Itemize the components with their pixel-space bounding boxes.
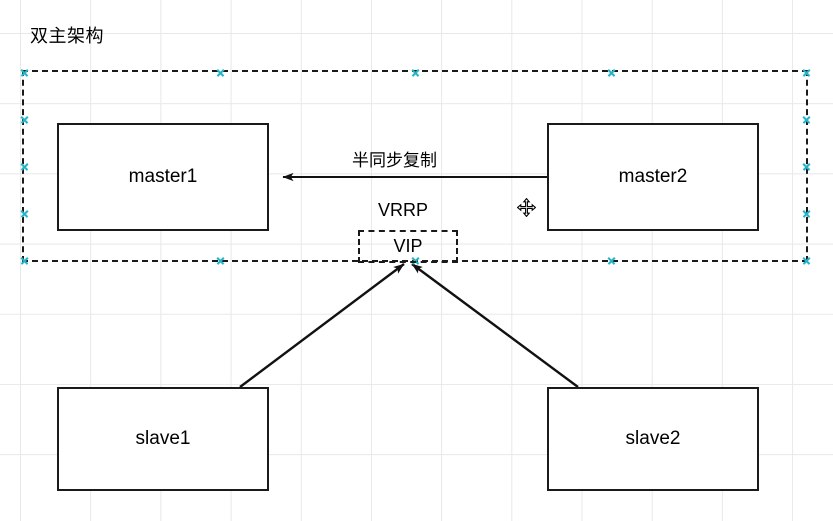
selection-handle-n3[interactable] <box>607 68 616 77</box>
selection-handle-nw[interactable] <box>20 68 29 77</box>
selection-handle-n2[interactable] <box>411 68 420 77</box>
edge-slave2-to-vip <box>411 263 579 388</box>
node-vip-label: VIP <box>393 236 423 256</box>
selection-handle-e2[interactable] <box>802 162 811 171</box>
node-master2[interactable]: master2 <box>547 123 759 231</box>
node-vip[interactable]: VIP <box>358 230 458 263</box>
selection-handle-s[interactable] <box>216 256 225 265</box>
selection-handle-se[interactable] <box>802 256 811 265</box>
edge-label-vrrp[interactable]: VRRP <box>378 200 429 220</box>
node-master1[interactable]: master1 <box>57 123 269 231</box>
selection-handle-w3[interactable] <box>20 209 29 218</box>
selection-handle-sw[interactable] <box>20 256 29 265</box>
edge-slave1-to-vip <box>239 263 405 388</box>
edge-label-semisync-replication[interactable]: 半同步复制 <box>352 151 437 170</box>
selection-handle-ne[interactable] <box>802 68 811 77</box>
node-master1-label: master1 <box>128 166 198 187</box>
selection-handle-e[interactable] <box>802 115 811 124</box>
node-slave1-label: slave1 <box>135 428 191 449</box>
selection-handle-e3[interactable] <box>802 209 811 218</box>
node-slave1[interactable]: slave1 <box>57 387 269 491</box>
selection-handle-w[interactable] <box>20 115 29 124</box>
selection-handle-n[interactable] <box>216 68 225 77</box>
selection-handle-w2[interactable] <box>20 162 29 171</box>
move-cursor-icon <box>517 198 536 217</box>
node-slave2[interactable]: slave2 <box>547 387 759 491</box>
node-slave2-label: slave2 <box>625 428 681 449</box>
diagram-title: 双主架构 <box>30 26 104 46</box>
node-master2-label: master2 <box>618 166 688 187</box>
selection-handle-s3[interactable] <box>607 256 616 265</box>
